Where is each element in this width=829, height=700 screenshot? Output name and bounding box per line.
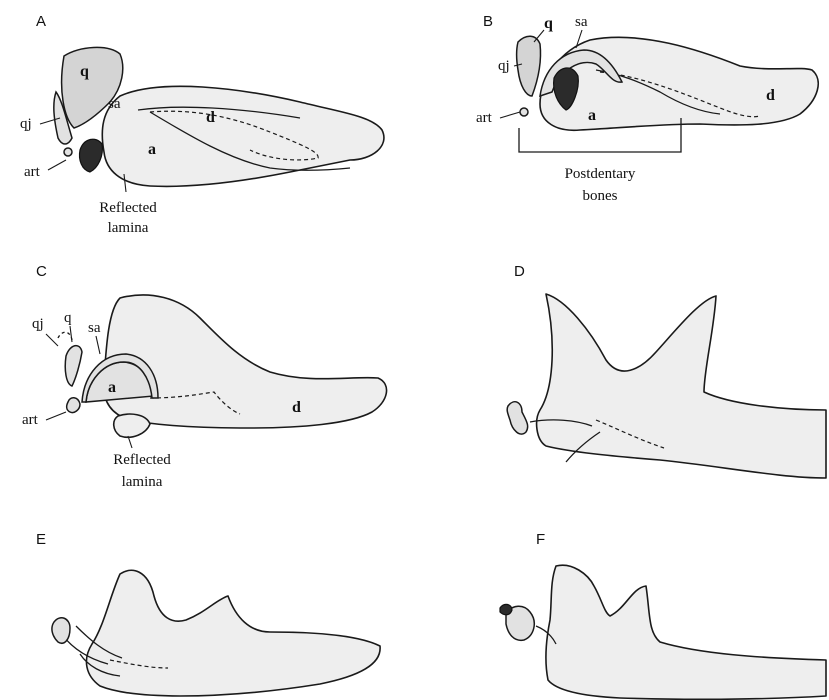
panel-c-caption-line1: Reflected <box>113 452 171 468</box>
panel-b-bracket-caption-line2: bones <box>583 188 618 204</box>
panel-c-quadratojugal <box>58 332 72 340</box>
panel-a-label-a: a <box>148 141 156 158</box>
panel-c-articular <box>67 398 80 413</box>
panel-c-caption-line2: lamina <box>122 474 163 490</box>
panel-a-label-d: d <box>206 109 215 126</box>
panel-f-jaw <box>546 565 826 699</box>
panel-e-ear-ossicles <box>52 618 70 643</box>
panel-d-jaw <box>537 294 826 478</box>
panel-e: E <box>36 531 380 696</box>
panel-a-letter: A <box>36 13 46 30</box>
panel-b-quadrate <box>517 36 541 96</box>
panel-a-articular-tip <box>64 148 72 156</box>
panel-c-label-q: q <box>64 310 72 326</box>
panel-a-label-art: art <box>24 164 41 180</box>
panel-d-ear-ossicles <box>507 402 527 434</box>
panel-c-lead-q <box>70 326 72 342</box>
panel-c-label-d: d <box>292 399 301 416</box>
panel-c: C qj q sa a d art Reflected lamina <box>22 263 387 490</box>
panel-b-articular-tip <box>520 108 528 116</box>
panel-c-label-qj: qj <box>32 316 44 332</box>
panel-b: B sa q qj a d art Postdentary bones <box>476 13 818 204</box>
panel-b-label-q: q <box>544 15 553 32</box>
panel-b-label-a: a <box>588 107 596 124</box>
panel-f-letter: F <box>536 531 545 548</box>
panel-f: F <box>500 531 826 699</box>
panel-c-lead-art <box>46 412 66 420</box>
panel-a-caption-line2: lamina <box>108 220 149 236</box>
panel-a-lead-art <box>48 160 66 170</box>
panel-a-articular <box>79 139 102 172</box>
panel-b-label-d: d <box>766 87 775 104</box>
panel-b-letter: B <box>483 13 493 30</box>
panel-a-label-qj: qj <box>20 116 32 132</box>
panel-c-label-art: art <box>22 412 39 428</box>
panel-d-letter: D <box>514 263 525 280</box>
panel-b-bracket-caption-line1: Postdentary <box>565 166 636 182</box>
panel-a-label-q: q <box>80 63 89 80</box>
panel-e-letter: E <box>36 531 46 548</box>
panel-c-quadrate <box>65 346 82 386</box>
panel-a-jaw <box>102 86 384 186</box>
panel-c-letter: C <box>36 263 47 280</box>
panel-b-label-sa: sa <box>575 14 588 30</box>
panel-c-reflected-lamina <box>114 414 150 437</box>
panel-d: D <box>507 263 826 478</box>
panel-c-lead-sa <box>96 336 100 354</box>
panel-f-ossicle-dark <box>500 604 512 614</box>
panel-b-lead-q <box>534 30 544 42</box>
panel-c-lead-qj <box>46 334 58 346</box>
panel-a-label-sa: sa <box>108 96 121 112</box>
panel-c-label-a: a <box>108 379 116 396</box>
panel-a: A q qj sa d a art Reflected lamina <box>20 13 384 236</box>
panel-e-jaw <box>86 570 380 696</box>
panel-a-caption-line1: Reflected <box>99 200 157 216</box>
panel-c-jaw <box>104 295 387 428</box>
panel-b-lead-art <box>500 112 520 118</box>
panel-c-label-sa: sa <box>88 320 101 336</box>
panel-b-label-art: art <box>476 110 493 126</box>
panel-b-label-qj: qj <box>498 58 510 74</box>
